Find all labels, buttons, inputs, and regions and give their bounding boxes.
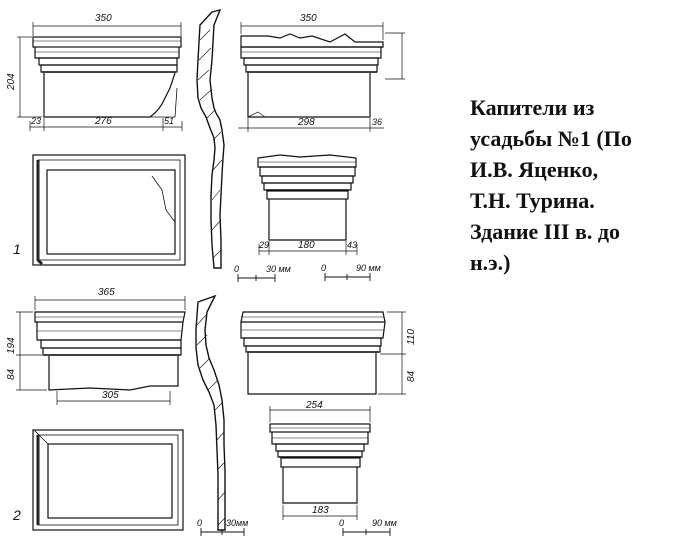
figure2-front-top-dim: 365 [98,287,115,298]
figure1-scale-b [324,273,371,281]
figure2-side-dimensions [378,311,406,395]
figure2-side-view [240,311,386,395]
figure2-small-bottom-dim: 183 [312,505,329,516]
figure1-scale-a-zero: 0 [234,264,239,274]
figure1-small-right-dim: 43 [347,240,357,250]
figure2-scale-a [200,528,245,536]
figure2-scale-b [342,528,391,536]
figure1-number: 1 [13,241,21,257]
figure2-plan-view [32,429,184,531]
figure1-scale-a-value: 30 мм [266,264,291,274]
figure2-scale-a-zero: 0 [197,518,202,528]
figure2-small-dimensions [269,406,371,520]
figure2-front-dimensions [16,296,186,405]
figure1-front-view [32,36,182,118]
figure2-profile-hatch [196,314,226,526]
caption-line: И.В. Яценко, [470,157,599,182]
figure1-side-view [240,33,384,118]
figure1-side-dimensions [238,22,405,132]
figure1-front-dimensions [17,22,183,131]
figure1-front-top-dim: 350 [95,13,112,24]
figure1-side-bottom-right-dim: 36 [372,117,382,127]
caption-line: Здание III в. до [470,219,621,244]
figure1-side-top-dim: 350 [300,13,317,24]
figure2-side-height-dim: 110 [406,329,417,345]
figure2-small-top-dim: 254 [305,400,323,411]
figure1-scale-b-value: 90 мм [356,263,381,273]
figure1-profile-hatch [197,29,223,259]
figure1-small-mid-dim: 180 [298,240,315,251]
figure1-scale-a [237,274,276,282]
figure2-front-view [34,311,186,391]
figure1-scale-b-zero: 0 [321,263,326,273]
figure2-scale-a-value: 30мм [226,518,248,528]
figure2-side-lower-dim: 84 [406,370,417,382]
figure1-front-bottom-mid-dim: 276 [94,116,112,127]
figure1-front-bottom-left-dim: 23 [30,116,41,126]
figure2-front-lower-dim: 84 [6,368,17,380]
caption-line: усадьбы №1 (По [470,126,632,151]
figure2-scale-b-zero: 0 [339,518,344,528]
figure1-side-bottom-mid-dim: 298 [297,117,315,128]
figure2-profile [195,294,226,531]
capitals-drawing: 350 204 23 276 51 1 0 30 мм [6,8,417,536]
figure1-front-bottom-right-dim: 51 [164,116,174,126]
figure1-front-height-dim: 204 [6,73,17,91]
figure2-small-view [269,423,371,504]
caption-line: Капители из [470,95,595,120]
figure2-front-bottom-dim: 305 [102,390,119,401]
figure2-number: 2 [12,507,21,523]
figure1-small-dimensions [258,241,358,255]
figure1-plan-view [32,154,186,266]
figure2-front-height-dim: 194 [6,337,17,354]
caption-line: Т.Н. Турина. [470,188,595,213]
figure-caption: Капители из усадьбы №1 (По И.В. Яценко, … [470,92,685,278]
figure1-profile [196,8,225,269]
caption-line: н.э.) [470,250,511,275]
figure1-small-view [257,154,357,241]
figure2-scale-b-value: 90 мм [372,518,397,528]
figure1-small-left-dim: 29 [258,240,269,250]
